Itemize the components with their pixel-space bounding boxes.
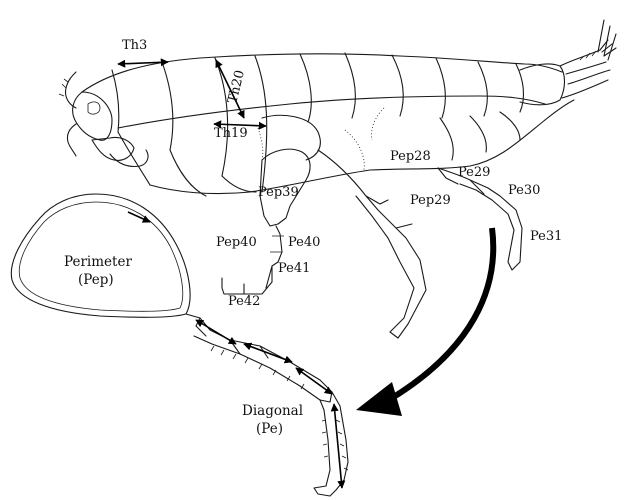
label-pep39: Pep39	[258, 185, 299, 200]
label-perimeter-abbrev: (Pep)	[78, 272, 114, 288]
body-dorsal-outline	[82, 54, 562, 92]
label-pep40: Pep40	[216, 235, 257, 250]
label-th19: Th19	[214, 126, 248, 141]
label-th20: Th20	[225, 69, 248, 105]
label-pe41: Pe41	[278, 261, 310, 276]
label-diagonal: Diagonal	[242, 403, 303, 419]
label-perimeter: Perimeter	[64, 254, 132, 270]
label-pe30: Pe30	[508, 183, 540, 198]
curved-arrow-head	[356, 382, 402, 416]
label-pe40: Pe40	[288, 235, 320, 250]
gnathopod-2	[110, 150, 148, 167]
label-th3: Th3	[122, 38, 147, 53]
label-pep28: Pep28	[390, 149, 431, 164]
pereopod-middle	[318, 150, 426, 338]
pleopods	[440, 112, 520, 160]
diagonal-measure-3	[296, 368, 332, 394]
eye	[88, 102, 100, 114]
body-ventral-outline	[150, 120, 545, 194]
label-pe42: Pe42	[228, 294, 260, 309]
label-pe29: Pe29	[458, 165, 490, 180]
urosome	[520, 20, 616, 120]
label-diagonal-abbrev: (Pe)	[256, 421, 283, 437]
antenna-2	[67, 124, 76, 156]
label-pe31: Pe31	[530, 229, 562, 244]
curved-transition-arrow	[356, 228, 493, 416]
enlarged-dactyl	[314, 392, 348, 496]
head	[73, 92, 112, 140]
label-pep29: Pep29	[410, 193, 451, 208]
diagonal-measure-4	[334, 404, 342, 488]
th3-measure	[118, 62, 168, 64]
